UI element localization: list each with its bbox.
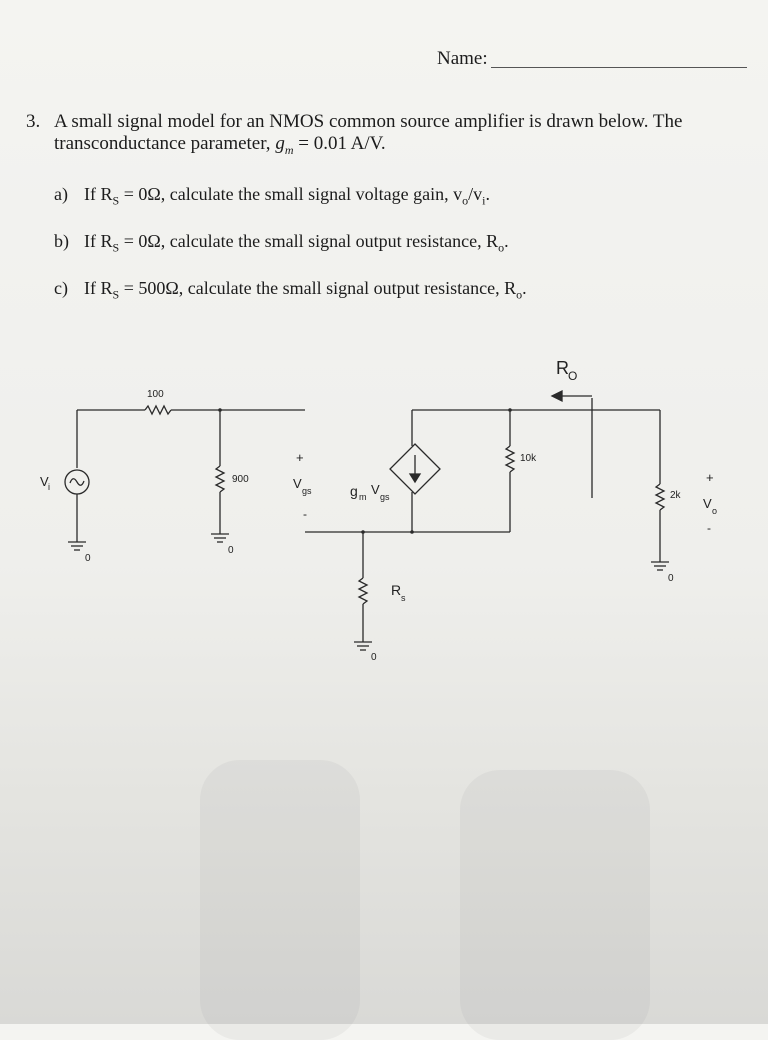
vo-minus: - [707,521,711,535]
part-text: . [504,231,509,251]
resistor-100 [144,404,172,416]
ground-label: 0 [85,553,91,564]
part-tag: c) [54,278,68,298]
ground-label: 0 [371,652,377,663]
resistor-10k-label: 10k [520,453,537,464]
resistor-2k [654,483,666,511]
resistor-2k-label: 2k [670,490,682,501]
part-sub: S [112,193,120,208]
question-text-line2: transconductance parameter, gm = 0.01 A/… [54,133,386,158]
vgs-label: V [293,476,302,491]
resistor-rs [357,577,369,605]
resistor-10k [504,445,516,473]
vo-label: V [703,496,712,511]
node-dots [218,408,512,534]
resistor-100-label: 100 [147,389,164,400]
name-label: Name: [437,48,488,69]
part-sub: o [516,287,523,302]
part-text: . [485,184,490,204]
part-text: = 500Ω, calculate the small signal outpu… [119,278,517,298]
node-dot [410,530,414,534]
dep-m: m [359,492,367,502]
sine-icon [69,478,85,486]
line2-suffix: = 0.01 A/V. [293,133,386,154]
part-sub: S [112,287,120,302]
part-sub: o [462,193,469,208]
dependent-current-source-icon [389,443,441,495]
circuit-diagram: 100 900 10k 2k V i + V gs - g m V gs R O… [40,358,717,663]
dep-gs: gs [380,492,390,502]
part-text: If R [84,184,113,204]
source-label: V [40,474,49,489]
resistor-900 [214,465,226,493]
shadow [200,760,360,1040]
gm-subscript: m [284,142,294,157]
source-sub: i [48,482,50,492]
gm-symbol: g [275,133,285,154]
part-text: = 0Ω, calculate the small signal output … [119,231,499,251]
part-text: If R [84,231,113,251]
node-dot [361,530,365,534]
vgs-minus: - [303,507,307,521]
part-text: /v [468,184,483,204]
dep-v: V [371,482,380,497]
node-dot [508,408,512,412]
ro-arrow-head-icon [550,389,563,403]
ro-label: R [556,358,569,378]
part-text: If R [84,278,113,298]
part-tag: a) [54,184,68,204]
ro-sub: O [568,369,577,383]
rs-sub: s [401,593,406,603]
part-text: . [522,278,527,298]
part-b: b) If RS = 0Ω, calculate the small signal… [54,231,509,256]
question-number: 3. [26,111,41,132]
resistor-900-label: 900 [232,474,249,485]
vo-sub: o [712,506,717,516]
part-sub: S [112,240,120,255]
part-a: a) If RS = 0Ω, calculate the small signal… [54,184,490,209]
ground-label: 0 [228,545,234,556]
part-text: = 0Ω, calculate the small signal voltage… [119,184,463,204]
arrow-head-icon [408,473,422,484]
vo-plus: + [706,470,714,485]
shadow [460,770,650,1040]
name-blank-line [491,67,747,68]
vgs-plus: + [296,450,304,465]
part-tag: b) [54,231,69,251]
part-sub: i [482,193,486,208]
node-dot [218,408,222,412]
rs-label: R [391,582,401,598]
part-c: c) If RS = 500Ω, calculate the small sign… [54,278,527,303]
question-text-line1: A small signal model for an NMOS common … [54,111,683,132]
vgs-sub: gs [302,486,312,496]
ground-label: 0 [668,573,674,584]
line2-prefix: transconductance parameter, [54,133,276,154]
part-sub: o [498,240,505,255]
dep-g: g [350,483,358,499]
